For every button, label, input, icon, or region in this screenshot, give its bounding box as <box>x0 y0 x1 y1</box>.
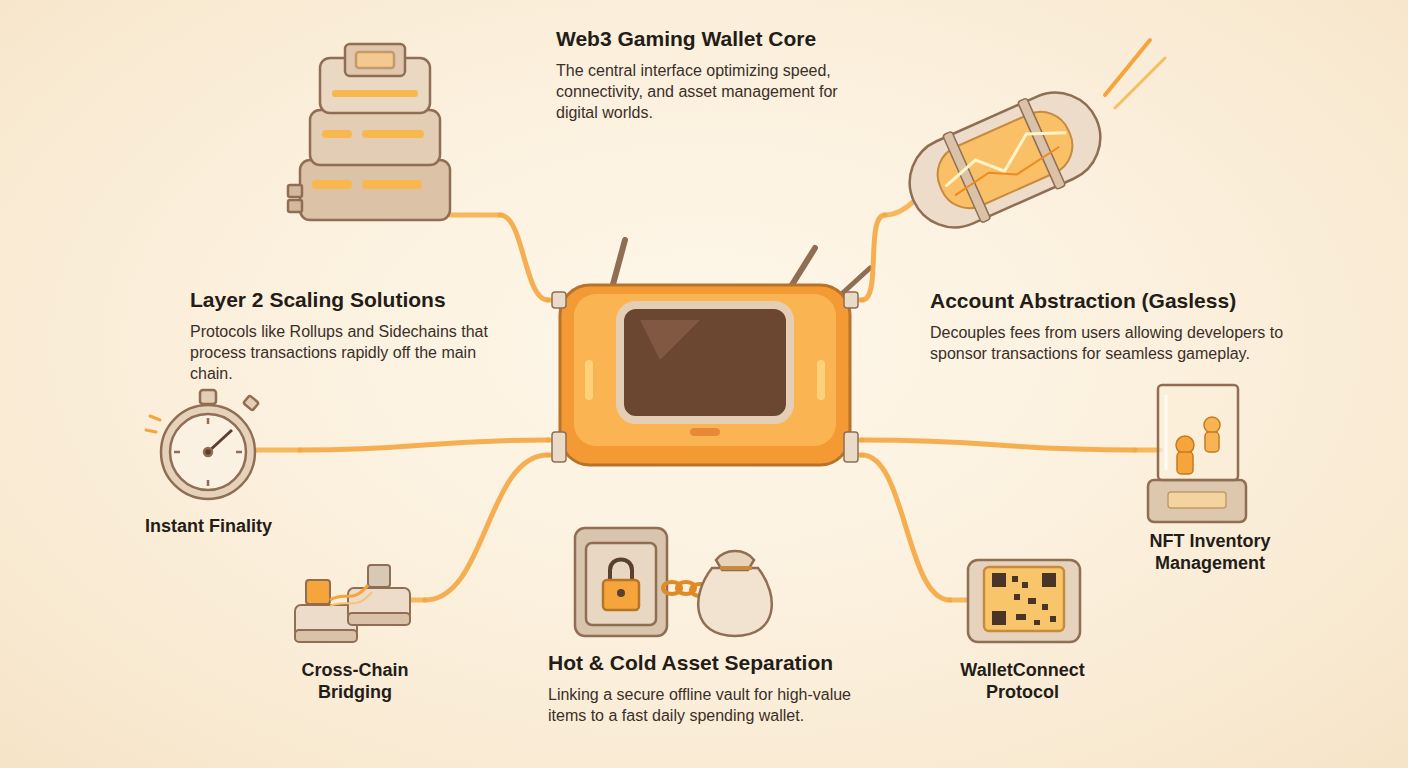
node-heading: Hot & Cold Asset Separation <box>548 650 866 675</box>
node-description: Linking a secure offline vault for high-… <box>548 684 866 726</box>
text-group: Layer 2 Scaling SolutionsProtocols like … <box>190 287 495 385</box>
node-heading: WalletConnect Protocol <box>953 660 1092 703</box>
stopwatch <box>146 390 259 499</box>
qr-device <box>968 560 1080 642</box>
vault-and-bag <box>575 528 772 636</box>
text-group: Cross-Chain Bridging <box>290 660 420 703</box>
glowing-cable <box>425 455 548 600</box>
bridge-platforms <box>295 565 410 642</box>
feature-node: NFT Inventory Management <box>1135 375 1285 585</box>
text-group: Web3 Gaming Wallet CoreThe central inter… <box>556 26 856 124</box>
glowing-cable <box>862 440 1135 450</box>
text-group: Instant Finality <box>145 516 295 538</box>
glowing-cable <box>862 455 950 600</box>
component-node: Hot & Cold Asset SeparationLinking a sec… <box>540 505 870 738</box>
energy-tube <box>894 40 1165 245</box>
text-group: WalletConnect Protocol <box>953 660 1092 703</box>
feature-node: WalletConnect Protocol <box>950 550 1095 712</box>
glowing-cable <box>862 215 885 300</box>
node-heading: Account Abstraction (Gasless) <box>930 288 1295 313</box>
component-node: Layer 2 Scaling SolutionsProtocols like … <box>185 35 500 389</box>
component-node: Account Abstraction (Gasless) Decouples f… <box>885 60 1300 370</box>
feature-node: Cross-Chain Bridging <box>285 550 425 712</box>
node-description: Protocols like Rollups and Sidechains th… <box>190 321 495 384</box>
text-group: Hot & Cold Asset SeparationLinking a sec… <box>548 650 866 726</box>
text-group: NFT Inventory Management <box>1140 531 1280 574</box>
glowing-cable <box>300 440 548 450</box>
glowing-cable <box>500 215 548 300</box>
nft-display-case <box>1148 385 1246 522</box>
wallet-device <box>552 240 870 465</box>
node-heading: Web3 Gaming Wallet Core <box>556 26 856 51</box>
text-group: Account Abstraction (Gasless) Decouples f… <box>930 288 1295 364</box>
cable-stubs <box>256 200 1160 600</box>
node-description: The central interface optimizing speed, … <box>556 60 856 123</box>
node-description: Decouples fees from users allowing devel… <box>930 322 1295 364</box>
server-stack <box>288 44 450 220</box>
node-heading: Layer 2 Scaling Solutions <box>190 287 495 312</box>
node-heading: Instant Finality <box>145 516 295 538</box>
core-node: Web3 Gaming Wallet CoreThe central inter… <box>548 18 862 475</box>
node-heading: Cross-Chain Bridging <box>290 660 420 703</box>
feature-node: Instant Finality <box>140 385 300 545</box>
node-heading: NFT Inventory Management <box>1140 531 1280 574</box>
